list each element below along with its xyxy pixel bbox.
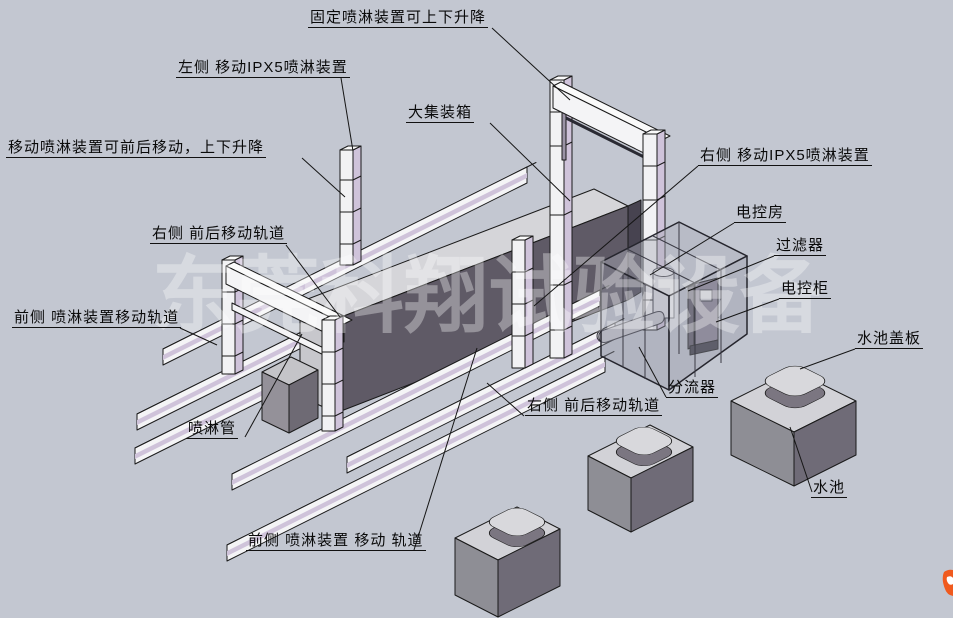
label-pool-cover: 水池盖板 — [855, 330, 924, 349]
label-spray-pipe: 喷淋管 — [186, 420, 239, 439]
right-ipx5-post — [511, 235, 534, 369]
pool-cover-bottom — [488, 507, 546, 548]
control-room — [596, 221, 748, 391]
label-right-track-lower: 右侧 前后移动轨道 — [525, 397, 663, 416]
left-ipx5-post — [339, 145, 362, 266]
label-left-ipx5-spray: 左侧 移动IPX5喷淋装置 — [176, 59, 350, 78]
orange-logo-icon — [942, 569, 953, 596]
label-right-track-upper: 右侧 前后移动轨道 — [150, 225, 288, 244]
rail-front-a — [231, 285, 610, 491]
label-electric-control-room: 电控房 — [734, 204, 787, 223]
label-electric-cabinet: 电控柜 — [779, 280, 832, 299]
pool-middle — [587, 424, 694, 533]
fixed-spray-portal — [549, 75, 671, 359]
front-spray-gantry — [221, 255, 353, 432]
pool-bottom — [454, 506, 561, 618]
label-fixed-spray-lift: 固定喷淋装置可上下升降 — [308, 9, 489, 28]
pool-cover-right — [764, 365, 826, 409]
flow-divider-pipe — [596, 311, 665, 343]
label-front-track-upper: 前侧 喷淋装置移动轨道 — [12, 309, 182, 328]
label-front-track-lower: 前侧 喷淋装置 移动 轨道 — [246, 532, 426, 551]
pool-right — [730, 365, 857, 487]
spray-pipe-box — [261, 356, 319, 434]
label-right-ipx5-spray: 右侧 移动IPX5喷淋装置 — [698, 147, 872, 166]
label-pool: 水池 — [811, 479, 848, 498]
label-big-container: 大集装箱 — [406, 104, 475, 123]
label-flow-divider: 分流器 — [666, 379, 719, 398]
label-mobile-spray-moves: 移动喷淋装置可前后移动，上下升降 — [6, 139, 267, 158]
label-filter: 过滤器 — [774, 237, 827, 256]
rail-front-c — [226, 351, 615, 562]
pool-cover-middle — [615, 426, 673, 467]
